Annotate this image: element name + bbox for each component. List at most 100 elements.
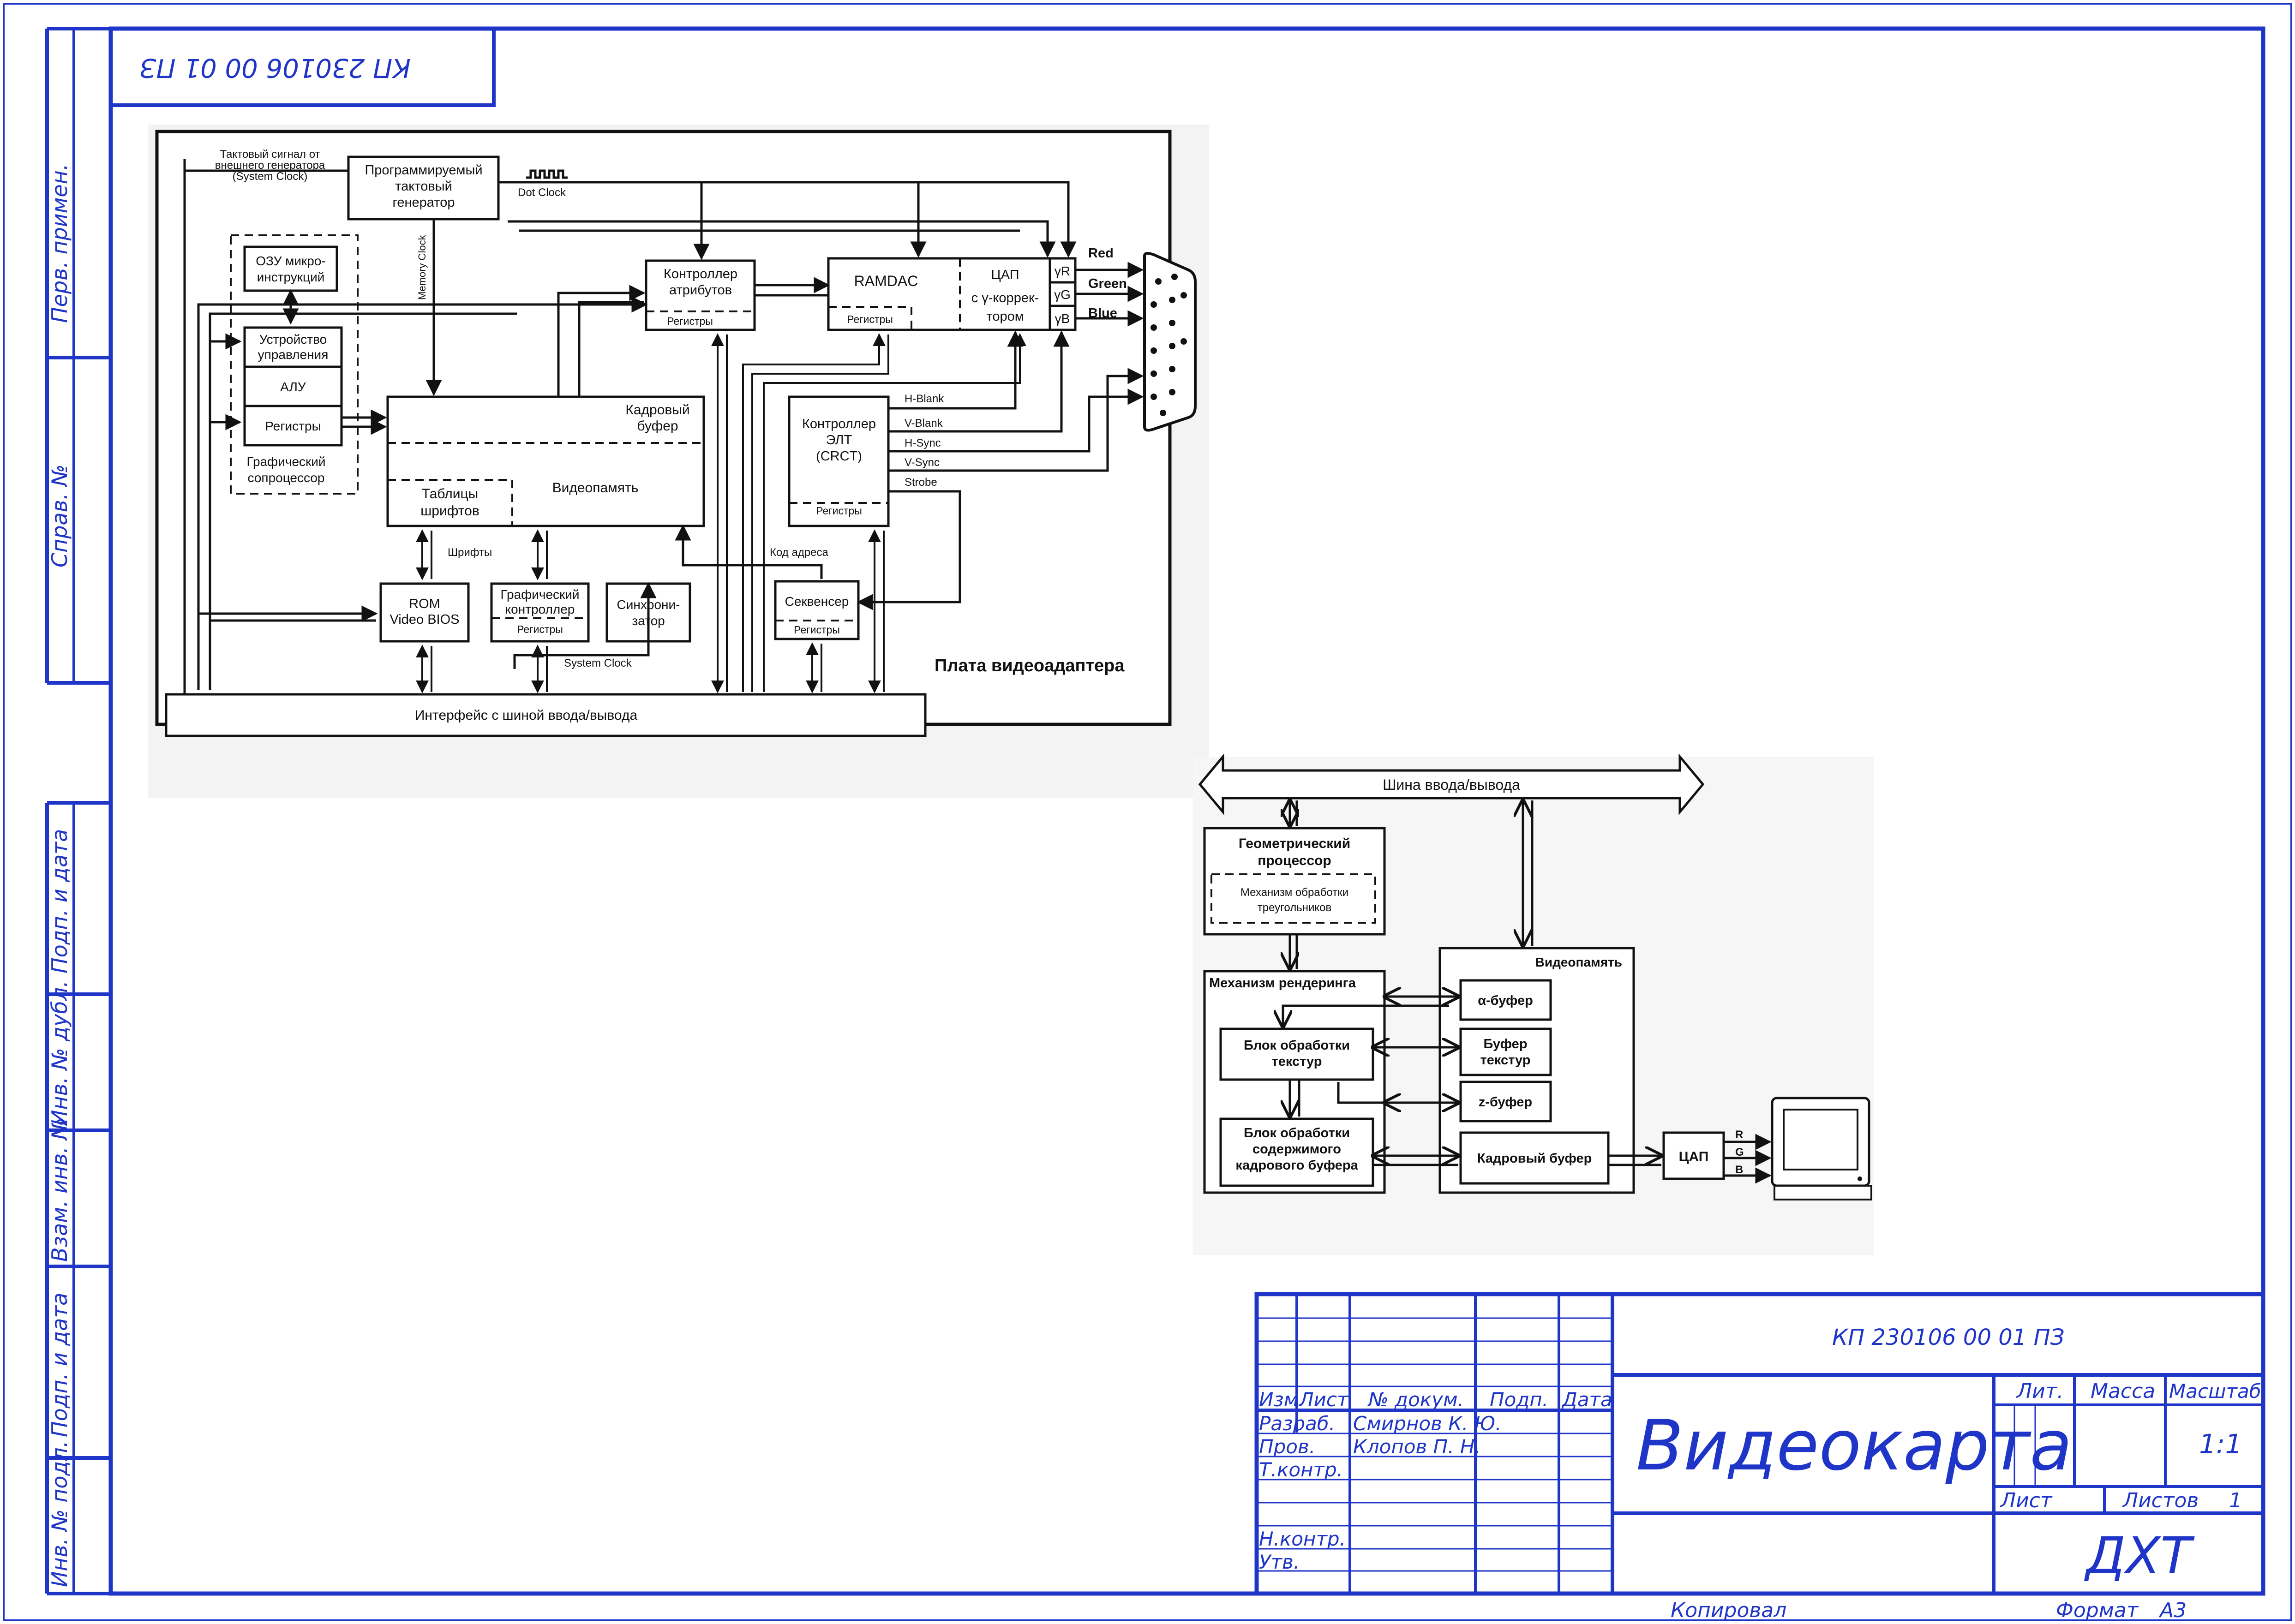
ozu-line2: инструкций: [257, 270, 325, 284]
sheets-label: Листов: [2122, 1489, 2199, 1512]
hdr-list: Лист: [1298, 1388, 1349, 1411]
gamma-g: γG: [1054, 287, 1071, 302]
side-label-vzam: Взам. инв. №: [47, 1118, 72, 1262]
green-label: Green: [1088, 276, 1127, 291]
alu-label: АЛУ: [280, 380, 306, 394]
font-tables-line1: Таблицы: [422, 486, 479, 502]
massa-label: Масса: [2091, 1379, 2155, 1403]
rom-box: [379, 582, 470, 643]
hdr-data: Дата: [1561, 1388, 1612, 1411]
graph-ctrl-box: [490, 582, 590, 643]
bus-interface-label: Интерфейс с шиной ввода/вывода: [415, 708, 638, 723]
side-label-podp2: Подп. и дата: [47, 1293, 72, 1437]
tex-buffer-box: [1459, 1027, 1552, 1076]
bus-interface-box: [165, 693, 927, 737]
ext-clock-line3: (System Clock): [233, 170, 308, 183]
attr-ctrl-registers: Регистры: [667, 315, 713, 327]
crt-line3: (CRCT): [816, 449, 862, 464]
attr-ctrl-line2: атрибутов: [669, 283, 732, 298]
zbuf-label: z-буфер: [1479, 1095, 1532, 1110]
title-block: [1254, 1292, 2265, 1596]
tex-buf-line2: текстур: [1480, 1053, 1531, 1068]
control-unit-line2: управления: [258, 347, 329, 362]
sheets-count: 1: [2229, 1489, 2242, 1512]
memory-clock-label: Memory Clock: [416, 234, 428, 300]
organization: ДХТ: [2084, 1526, 2195, 1585]
side-label-inv-dubl: Инв. № дубл.: [47, 980, 72, 1126]
ramdac-box: [827, 257, 1077, 331]
gamma-r: γR: [1055, 264, 1070, 278]
sequencer-label: Секвенсер: [785, 594, 849, 609]
side-label-sprav: Справ. №: [47, 464, 72, 567]
name-razrab: Смирнов К. Ю.: [1353, 1412, 1501, 1435]
control-unit-box: [243, 326, 343, 368]
fb-block-line1: Блок обработки: [1244, 1126, 1350, 1140]
hdr-ndoc: № докум.: [1367, 1388, 1464, 1411]
masshtab-label: Масштаб: [2169, 1380, 2261, 1403]
dac-line2: с γ-коррек-: [971, 291, 1039, 305]
prog-gen-line3: генератор: [392, 195, 455, 210]
name-prov: Клопов П. Н.: [1353, 1435, 1481, 1458]
alpha-buffer-box: [1459, 979, 1552, 1021]
crt-line1: Контроллер: [802, 417, 876, 431]
video-memory-box: [386, 395, 705, 527]
attr-ctrl-line1: Контроллер: [664, 267, 737, 281]
role-nkontr: Н.контр.: [1259, 1528, 1346, 1550]
control-unit-line1: Устройство: [259, 332, 327, 346]
doc-code: КП 230106 00 01 ПЗ: [1832, 1325, 2064, 1350]
graph-coproc-line2: сопроцессор: [248, 471, 325, 485]
fb-block-box: [1219, 1117, 1374, 1187]
h-sync-label: H-Sync: [905, 437, 941, 449]
crt-ctrl-box: [788, 395, 890, 527]
role-utv: Утв.: [1259, 1551, 1300, 1573]
vga-connector: [1143, 252, 1197, 432]
v-sync-label: V-Sync: [905, 456, 940, 469]
prog-generator-box: [347, 155, 500, 221]
b-label: B: [1735, 1164, 1743, 1176]
g-label: G: [1735, 1146, 1744, 1158]
frame-buf-label: Кадровый буфер: [1477, 1151, 1592, 1166]
tex-buf-line1: Буфер: [1483, 1037, 1527, 1051]
monitor-icon: [1771, 1097, 1872, 1200]
fb-block-line2: содержимого: [1252, 1142, 1341, 1157]
dac-2-label: ЦАП: [1679, 1149, 1709, 1164]
kopiroval-label: Копировал: [1671, 1599, 1786, 1622]
alpha-label: α-буфер: [1478, 993, 1533, 1008]
doc-title: Видеокарта: [1636, 1406, 2072, 1486]
hdr-izm: Изм.: [1259, 1388, 1305, 1411]
tex-block-line2: текстур: [1272, 1054, 1322, 1069]
system-clock-label: System Clock: [564, 657, 632, 669]
sequencer-box: [774, 580, 860, 640]
sheet-frame: [3, 3, 2292, 1621]
io-bus-label: Шина ввода/вывода: [1383, 776, 1520, 793]
z-buffer-box: [1459, 1081, 1552, 1122]
scale-value: 1:1: [2199, 1428, 2242, 1460]
render-label: Механизм рендеринга: [1209, 976, 1356, 991]
addr-code-label: Код адреса: [770, 546, 829, 559]
side-label-perv: Перв. примен.: [47, 164, 72, 323]
doc-code-rotated: КП 230106 00 01 ПЗ: [140, 53, 411, 83]
graph-ctrl-line2: контроллер: [505, 602, 575, 616]
graph-coproc-line1: Графический: [246, 454, 325, 469]
frame-buffer-2-box: [1459, 1131, 1610, 1185]
ozu-box: [243, 245, 338, 292]
role-razrab: Разраб.: [1259, 1412, 1335, 1435]
geom-proc-box: [1203, 827, 1386, 936]
side-label-inv-podl: Инв. № подл.: [47, 1441, 72, 1587]
prog-gen-line2: тактовый: [395, 179, 452, 194]
strobe-label: Strobe: [905, 476, 937, 489]
sheet-label: Лист: [2000, 1489, 2053, 1512]
fb-block-line3: кадрового буфера: [1235, 1158, 1358, 1173]
sequencer-registers: Регистры: [794, 624, 840, 636]
crt-registers: Регистры: [816, 505, 862, 517]
triangles-line1: Механизм обработки: [1240, 886, 1348, 899]
prog-gen-line1: Программируемый: [365, 163, 482, 178]
board-label: Плата видеоадаптера: [935, 656, 1125, 675]
videomem-label: Видеопамять: [1535, 955, 1622, 969]
graph-ctrl-registers: Регистры: [517, 623, 563, 635]
video-adapter-diagram: Тактовый сигнал от внешнего генератора (…: [148, 125, 1209, 798]
graph-ctrl-line1: Графический: [500, 587, 579, 602]
v-blank-label: V-Blank: [905, 417, 943, 430]
fonts-label: Шрифты: [448, 546, 492, 559]
graph-coproc-group: [230, 234, 359, 495]
